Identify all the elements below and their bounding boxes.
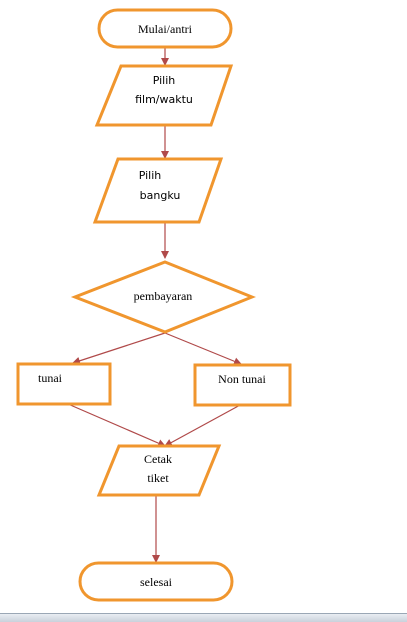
node-select-seat: Pilih bangku — [92, 157, 224, 224]
node-end: selesai — [78, 561, 234, 602]
node-select-film: Pilih film/waktu — [94, 64, 234, 127]
node-cash-label: tunai — [38, 371, 63, 385]
node-payment-decision-label: pembayaran — [134, 289, 193, 303]
edge-cash-to-print — [67, 403, 166, 447]
node-print-ticket: Cetak tiket — [96, 444, 222, 497]
edge-decision-to-noncash — [164, 332, 242, 366]
node-start-label: Mulai/antri — [138, 22, 193, 36]
node-select-seat-label-1: Pilih — [139, 169, 162, 182]
node-end-label: selesai — [140, 575, 173, 589]
edge-decision-to-cash — [72, 332, 166, 365]
node-select-seat-label-2: bangku — [140, 189, 181, 202]
node-print-ticket-label-2: tiket — [147, 471, 169, 485]
edge-noncash-to-print — [164, 403, 243, 447]
node-start: Mulai/antri — [97, 8, 233, 49]
window-bottom-edge — [0, 613, 407, 622]
node-noncash: Non tunai — [193, 363, 292, 407]
node-cash: tunai — [16, 362, 112, 406]
node-noncash-label: Non tunai — [218, 372, 266, 386]
node-select-film-label-2: film/waktu — [135, 93, 193, 106]
node-select-film-label-1: Pilih — [153, 74, 176, 87]
node-print-ticket-label-1: Cetak — [144, 452, 172, 466]
node-payment-decision: pembayaran — [70, 260, 257, 334]
